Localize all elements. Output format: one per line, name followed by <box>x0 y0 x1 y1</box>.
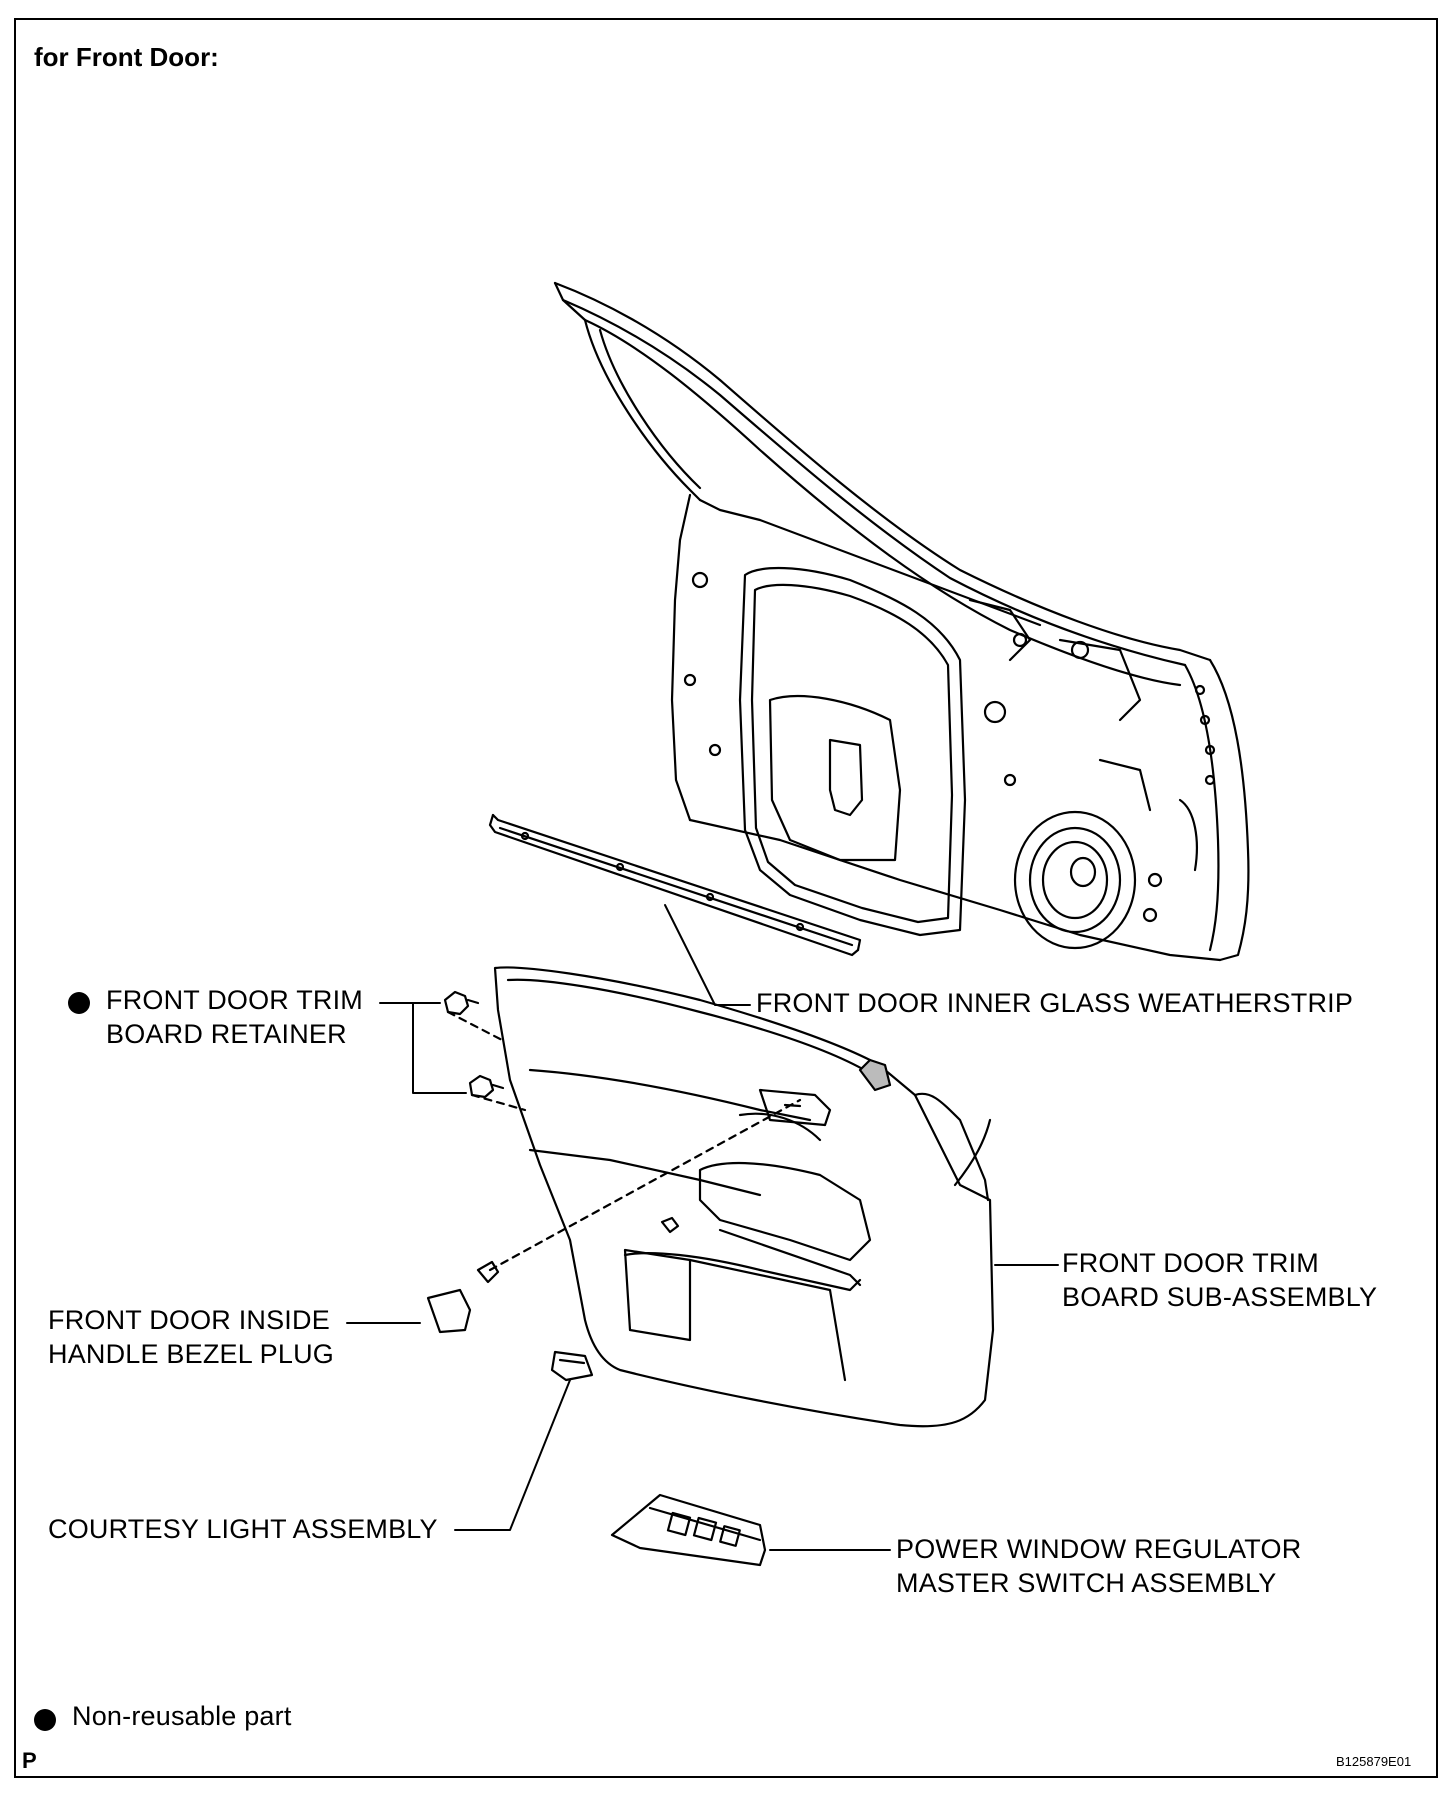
diagram-heading: for Front Door: <box>34 42 219 72</box>
weatherstrip-drawing <box>488 813 862 957</box>
label-courtesy-light: COURTESY LIGHT ASSEMBLY <box>48 1514 438 1544</box>
courtesy-light-drawing <box>550 1350 594 1382</box>
leader-weatherstrip <box>664 904 751 1006</box>
door-frame-drawing <box>553 281 1250 962</box>
diagram-frame <box>14 18 1438 1778</box>
legend-dot-icon <box>34 1709 56 1731</box>
label-bezel-plug-line1: FRONT DOOR INSIDE <box>48 1305 330 1335</box>
leader-retainer-2 <box>412 1002 467 1094</box>
master-switch-drawing <box>610 1493 767 1567</box>
label-bezel-plug-line2: HANDLE BEZEL PLUG <box>48 1339 334 1369</box>
trim-board-drawing <box>493 966 995 1428</box>
figure-id: B125879E01 <box>1336 1754 1412 1769</box>
label-trim-board-line2: BOARD SUB-ASSEMBLY <box>1062 1282 1378 1312</box>
install-guide-lines <box>446 1010 802 1272</box>
footer-code: P <box>22 1748 37 1773</box>
label-retainer-line2: BOARD RETAINER <box>106 1019 347 1049</box>
label-weatherstrip: FRONT DOOR INNER GLASS WEATHERSTRIP <box>756 988 1354 1018</box>
bezel-plug-drawing <box>426 1288 472 1334</box>
label-trim-board-line1: FRONT DOOR TRIM <box>1062 1248 1319 1278</box>
retainer-clips-drawing <box>443 990 505 1099</box>
label-retainer-line1: FRONT DOOR TRIM <box>106 985 363 1015</box>
label-master-switch-line2: MASTER SWITCH ASSEMBLY <box>896 1568 1277 1598</box>
label-master-switch-line1: POWER WINDOW REGULATOR <box>896 1534 1302 1564</box>
legend-non-reusable: Non-reusable part <box>72 1701 292 1731</box>
leader-courtesy-light <box>454 1379 571 1531</box>
non-reusable-marker-icon <box>68 992 90 1014</box>
